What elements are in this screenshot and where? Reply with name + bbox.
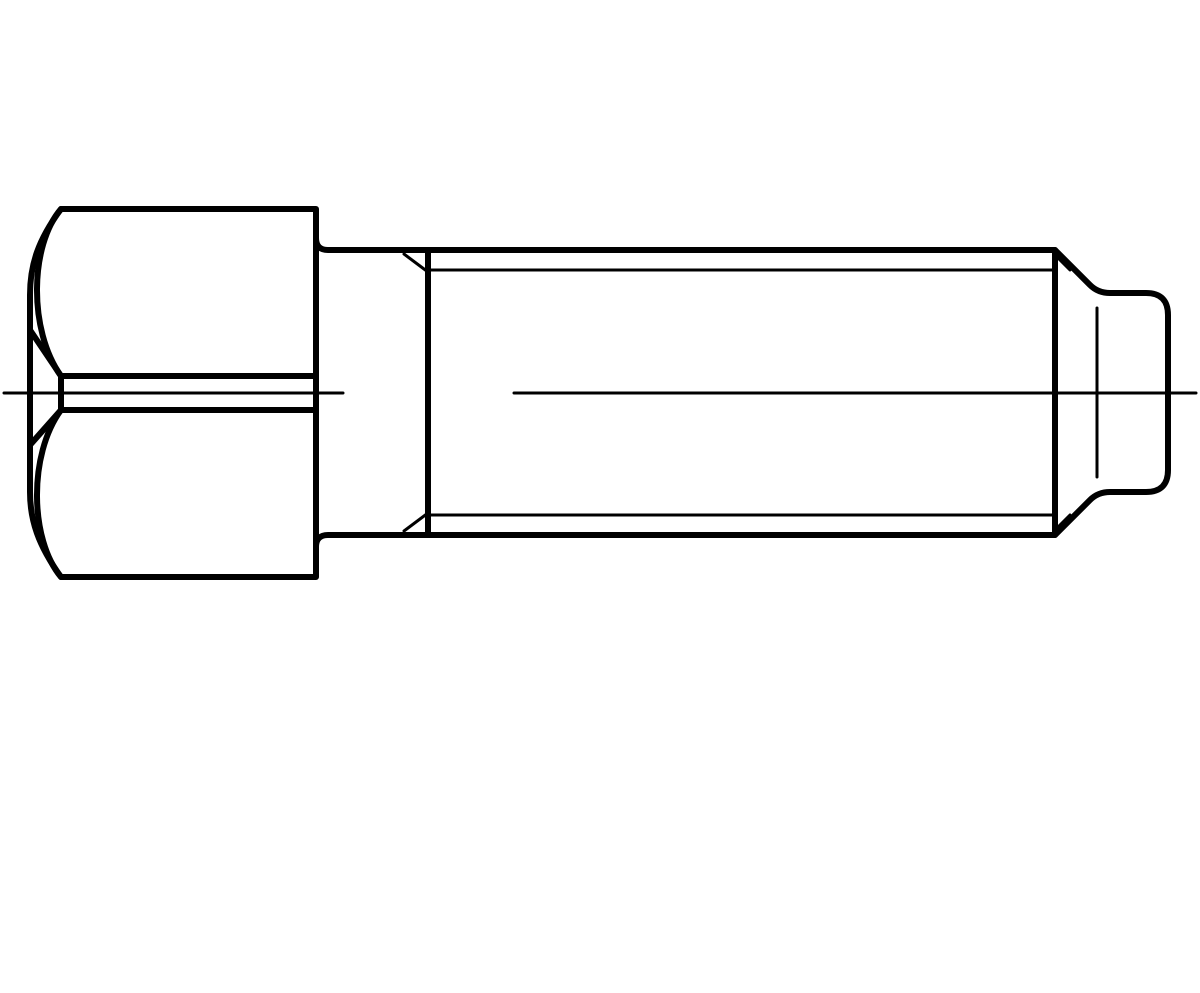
thread-runout-top: [402, 252, 430, 274]
thread-end-chamfer-bottom: [1053, 513, 1072, 532]
screw-neck: [313, 235, 431, 550]
head-lower-facet: [34, 407, 64, 580]
neck-top-edge: [313, 235, 431, 253]
neck-bottom-edge: [313, 532, 431, 550]
head-slot-chamfer-bottom: [27, 407, 64, 448]
thread-end-chamfer-top: [1053, 253, 1072, 272]
thread-runout-bottom: [402, 511, 430, 533]
head-slot-chamfer-top: [27, 327, 64, 379]
